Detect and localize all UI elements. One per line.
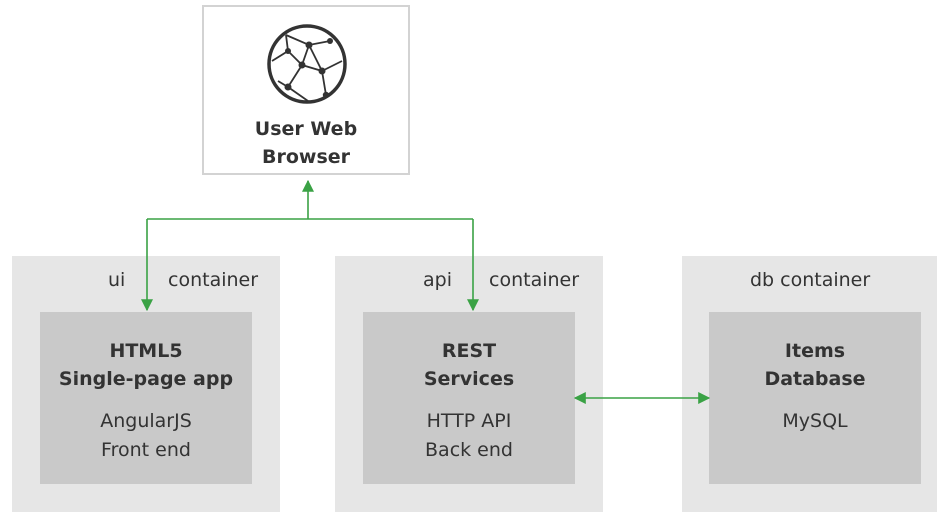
ui-container-label-name: ui bbox=[108, 269, 126, 291]
html5-app-subtitle: AngularJS Front end bbox=[100, 410, 192, 461]
ui-container-label-type: container bbox=[168, 269, 259, 291]
globe-icon bbox=[267, 24, 347, 104]
user-web-browser-node: User Web Browser bbox=[202, 5, 410, 175]
items-database-subtitle: MySQL bbox=[782, 410, 848, 432]
rest-services-title: REST Services bbox=[423, 340, 515, 390]
browser-title: User Web Browser bbox=[254, 118, 358, 168]
rest-services-node: REST Services HTTP API Back end bbox=[363, 312, 575, 484]
api-container-label-name: api bbox=[423, 269, 452, 291]
ui-container: ui container HTML5 Single-page app Angul… bbox=[12, 256, 280, 512]
db-container-label: db container bbox=[750, 269, 871, 291]
html5-app-title: HTML5 Single-page app bbox=[58, 340, 234, 390]
db-container: db container Items Database MySQL bbox=[682, 256, 937, 512]
html5-app-node: HTML5 Single-page app AngularJS Front en… bbox=[40, 312, 252, 484]
items-database-node: Items Database MySQL bbox=[709, 312, 921, 484]
api-container-label-type: container bbox=[489, 269, 580, 291]
rest-services-subtitle: HTTP API Back end bbox=[425, 410, 513, 461]
items-database-title: Items Database bbox=[764, 340, 866, 390]
api-container: api container REST Services HTTP API Bac… bbox=[335, 256, 603, 512]
